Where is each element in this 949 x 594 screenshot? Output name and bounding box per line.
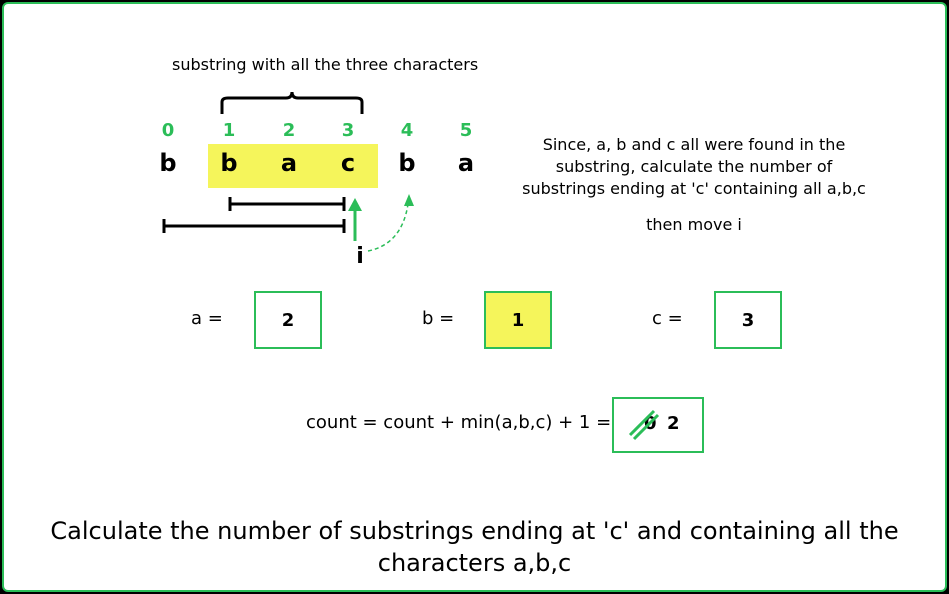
bracket-label: substring with all the three characters bbox=[172, 55, 479, 74]
char-3: c bbox=[340, 149, 356, 177]
description-line: Since, a, b and c all were found in the bbox=[542, 135, 846, 154]
index-0: 0 bbox=[161, 120, 175, 141]
substring-highlight bbox=[208, 144, 378, 188]
description: Since, a, b and c all were found in the … bbox=[504, 134, 884, 200]
range-bar-long bbox=[162, 219, 346, 233]
move-arrow bbox=[367, 194, 414, 252]
description-line: substring, calculate the number of bbox=[555, 157, 833, 176]
pointer-arrow bbox=[348, 198, 362, 241]
count-result-box: 0 2 bbox=[612, 397, 704, 453]
index-2: 2 bbox=[282, 120, 296, 141]
description-line: substrings ending at 'c' containing all … bbox=[522, 179, 866, 198]
pointer-label: i bbox=[356, 244, 364, 269]
index-5: 5 bbox=[459, 120, 473, 141]
count-c-value: 3 bbox=[741, 309, 755, 331]
index-4: 4 bbox=[400, 120, 414, 141]
char-2: a bbox=[280, 149, 298, 177]
char-5: a bbox=[457, 149, 475, 177]
count-b-box: 1 bbox=[484, 291, 552, 349]
char-1: b bbox=[220, 149, 238, 177]
index-1: 1 bbox=[222, 120, 236, 141]
range-bar-short bbox=[228, 197, 346, 211]
char-4: b bbox=[398, 149, 416, 177]
char-0: b bbox=[159, 149, 177, 177]
index-3: 3 bbox=[341, 120, 355, 141]
count-b-value: 1 bbox=[511, 309, 525, 331]
count-c-box: 3 bbox=[714, 291, 782, 349]
move-instruction: then move i bbox=[646, 215, 742, 234]
count-c-label: c = bbox=[652, 308, 683, 329]
count-b-label: b = bbox=[422, 308, 455, 329]
caption: Calculate the number of substrings endin… bbox=[4, 515, 945, 579]
count-a-value: 2 bbox=[281, 309, 295, 331]
caption-line-2: characters a,b,c bbox=[377, 549, 572, 577]
strikethrough-mark bbox=[628, 409, 660, 441]
curly-brace bbox=[220, 91, 364, 114]
count-a-label: a = bbox=[191, 308, 223, 329]
count-new-value: 2 bbox=[667, 413, 680, 434]
diagram-lines bbox=[162, 91, 414, 252]
count-formula: count = count + min(a,b,c) + 1 = bbox=[306, 412, 612, 433]
count-a-box: 2 bbox=[254, 291, 322, 349]
caption-line-1: Calculate the number of substrings endin… bbox=[50, 517, 899, 545]
